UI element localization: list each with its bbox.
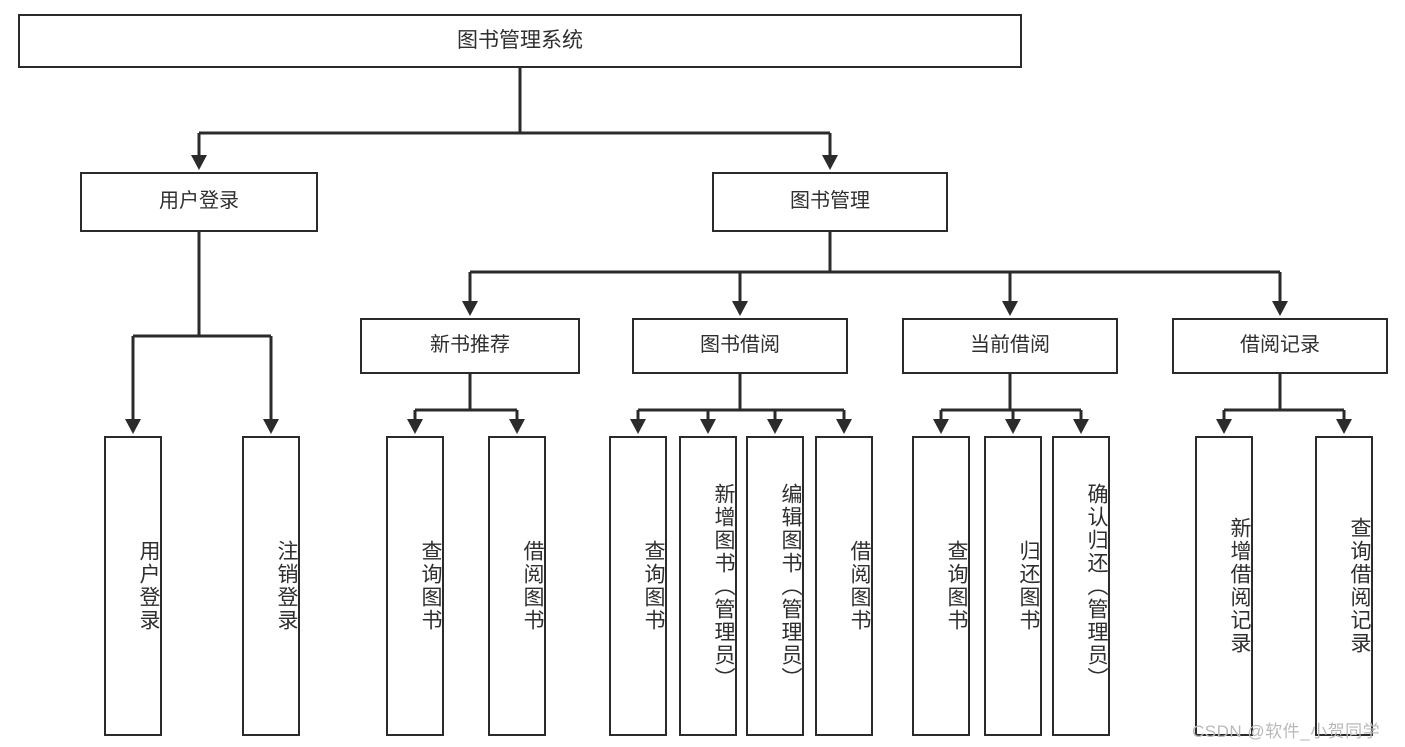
node-leaf-12[interactable]: 查询借阅记录 <box>1315 436 1373 736</box>
node-leaf-2[interactable]: 查询图书 <box>386 436 444 736</box>
arrow-current-leaf-0 <box>933 419 949 434</box>
arrow-records-leaf-1 <box>1336 419 1352 434</box>
node-leaf-3-label: 借阅图书 <box>521 540 544 632</box>
arrow-login-leaf-0 <box>125 419 141 434</box>
arrow-root-child-0 <box>191 155 207 170</box>
node-leaf-9[interactable]: 归还图书 <box>984 436 1042 736</box>
node-root-system[interactable]: 图书管理系统 <box>18 14 1022 68</box>
node-leaf-6-label: 编辑图书（管理员） <box>779 482 802 690</box>
node-level3-2[interactable]: 当前借阅 <box>902 318 1118 374</box>
node-leaf-4-label: 查询图书 <box>642 540 665 632</box>
arrow-borrow-leaf-2 <box>767 419 783 434</box>
node-level2-0-label: 用户登录 <box>159 190 239 213</box>
node-level3-0[interactable]: 新书推荐 <box>360 318 580 374</box>
node-leaf-7[interactable]: 借阅图书 <box>815 436 873 736</box>
node-leaf-7-label: 借阅图书 <box>848 540 871 632</box>
node-leaf-0-label: 用户登录 <box>137 540 160 632</box>
arrow-borrow-leaf-0 <box>630 419 646 434</box>
node-leaf-12-label: 查询借阅记录 <box>1348 517 1371 655</box>
node-level3-3-label: 借阅记录 <box>1240 334 1320 357</box>
node-leaf-1-label: 注销登录 <box>275 540 298 632</box>
arrow-bookmgmt-child-0 <box>462 301 478 316</box>
arrow-newbooks-leaf-0 <box>407 419 423 434</box>
node-leaf-6[interactable]: 编辑图书（管理员） <box>746 436 804 736</box>
node-leaf-11[interactable]: 新增借阅记录 <box>1195 436 1253 736</box>
arrow-records-leaf-0 <box>1216 419 1232 434</box>
node-leaf-1[interactable]: 注销登录 <box>242 436 300 736</box>
arrow-current-leaf-2 <box>1073 419 1089 434</box>
arrow-newbooks-leaf-1 <box>509 419 525 434</box>
node-level3-1-label: 图书借阅 <box>700 334 780 357</box>
node-level3-3[interactable]: 借阅记录 <box>1172 318 1388 374</box>
node-leaf-10[interactable]: 确认归还（管理员） <box>1052 436 1110 736</box>
node-leaf-8-label: 查询图书 <box>945 540 968 632</box>
node-level2-1-label: 图书管理 <box>790 190 870 213</box>
arrow-borrow-leaf-3 <box>836 419 852 434</box>
node-level2-0[interactable]: 用户登录 <box>80 172 318 232</box>
node-leaf-11-label: 新增借阅记录 <box>1228 517 1251 655</box>
node-leaf-4[interactable]: 查询图书 <box>609 436 667 736</box>
node-leaf-8[interactable]: 查询图书 <box>912 436 970 736</box>
node-leaf-0[interactable]: 用户登录 <box>104 436 162 736</box>
node-leaf-9-label: 归还图书 <box>1017 540 1040 632</box>
node-level2-1[interactable]: 图书管理 <box>712 172 948 232</box>
node-level3-1[interactable]: 图书借阅 <box>632 318 848 374</box>
arrow-root-child-1 <box>822 155 838 170</box>
arrow-bookmgmt-child-1 <box>732 301 748 316</box>
arrow-current-leaf-1 <box>1005 419 1021 434</box>
arrow-borrow-leaf-1 <box>700 419 716 434</box>
node-level3-0-label: 新书推荐 <box>430 334 510 357</box>
node-level3-2-label: 当前借阅 <box>970 334 1050 357</box>
node-root-system-label: 图书管理系统 <box>457 28 583 52</box>
node-leaf-3[interactable]: 借阅图书 <box>488 436 546 736</box>
node-leaf-10-label: 确认归还（管理员） <box>1085 482 1108 690</box>
arrow-bookmgmt-child-3 <box>1272 301 1288 316</box>
arrow-login-leaf-1 <box>263 419 279 434</box>
arrow-bookmgmt-child-2 <box>1002 301 1018 316</box>
node-leaf-5-label: 新增图书（管理员） <box>712 482 735 690</box>
node-leaf-5[interactable]: 新增图书（管理员） <box>679 436 737 736</box>
csdn-watermark: CSDN @软件_小贺同学 <box>1192 722 1381 741</box>
node-leaf-2-label: 查询图书 <box>419 540 442 632</box>
